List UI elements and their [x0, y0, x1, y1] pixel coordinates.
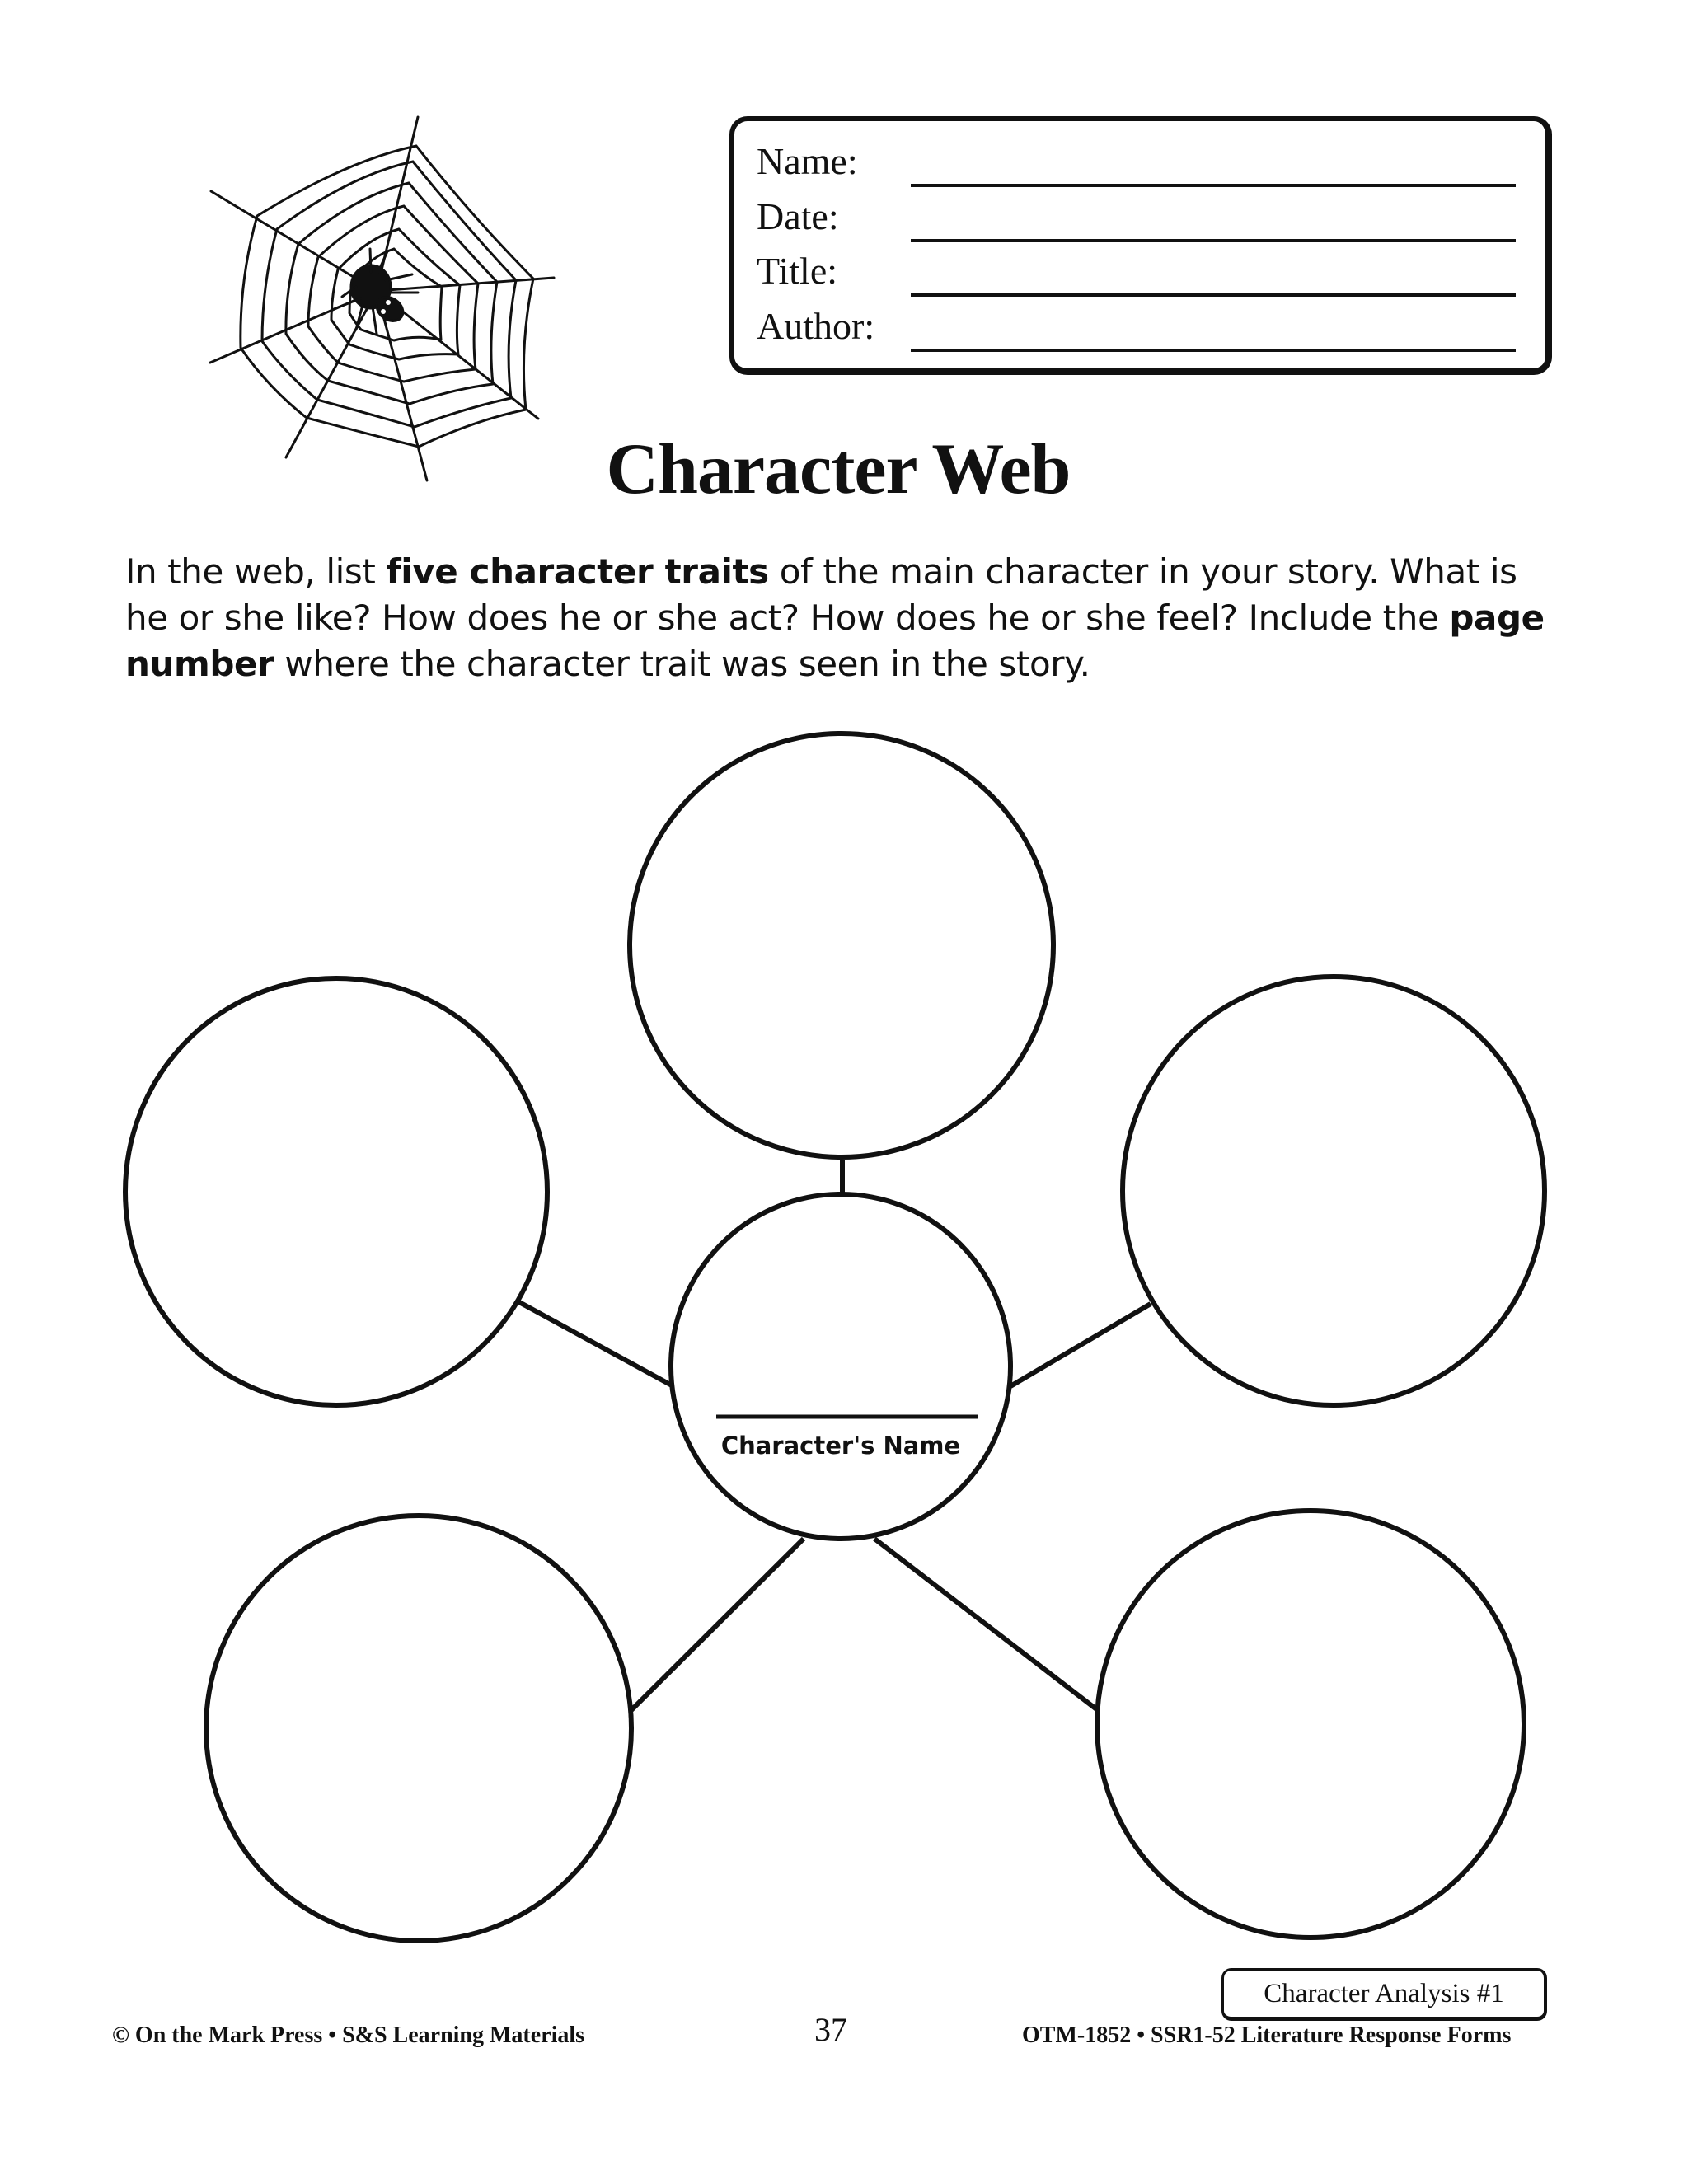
name-label: Name: — [757, 140, 858, 182]
page-title-text: Character Web — [606, 429, 1071, 509]
date-field-row: Date: — [734, 181, 1545, 242]
character-name-label: Character's Name — [720, 1432, 961, 1460]
title-input-line[interactable] — [911, 293, 1516, 297]
trait-circle-bottom-left[interactable] — [204, 1513, 634, 1943]
spider-web-icon — [198, 99, 593, 494]
title-label: Title: — [757, 250, 838, 292]
author-label: Author: — [757, 305, 875, 347]
connector-bottom-left — [629, 1536, 806, 1713]
name-input-line[interactable] — [911, 184, 1516, 187]
center-character-circle[interactable] — [668, 1192, 1013, 1541]
footer-copyright: © On the Mark Press • S&S Learning Mater… — [112, 2022, 585, 2048]
author-input-line[interactable] — [911, 349, 1516, 352]
trait-circle-left[interactable] — [123, 976, 550, 1408]
trait-circle-top[interactable] — [627, 731, 1056, 1160]
name-field-row: Name: — [734, 126, 1545, 187]
instructions: In the web, list five character traits o… — [125, 549, 1551, 687]
instructions-part: In the web, list — [125, 551, 387, 592]
footer-product-code: OTM-1852 • SSR1-52 Literature Response F… — [1022, 2022, 1512, 2048]
form-tag-badge: Character Analysis #1 — [1221, 1968, 1547, 2021]
trait-circle-right[interactable] — [1120, 974, 1547, 1408]
page-title: Character Web — [0, 429, 1688, 511]
instructions-emphasis-page-number: page number — [125, 598, 1545, 684]
date-label: Date: — [757, 195, 839, 237]
date-input-line[interactable] — [911, 239, 1516, 242]
connector-left — [518, 1300, 673, 1388]
instructions-part: of the main character in your story. Wha… — [125, 551, 1517, 638]
instructions-emphasis-traits: five character traits — [386, 551, 769, 592]
connector-bottom-right — [873, 1536, 1100, 1713]
trait-circle-bottom-right[interactable] — [1095, 1508, 1526, 1940]
connector-right — [1009, 1301, 1152, 1389]
author-field-row: Author: — [734, 291, 1545, 352]
instructions-part: where the character trait was seen in th… — [274, 644, 1090, 684]
title-field-row: Title: — [734, 236, 1545, 297]
character-web-diagram: Character's Name — [0, 709, 1688, 1961]
student-info-box: Name: Date: Title: Author: — [729, 116, 1552, 375]
footer-page-number: 37 — [814, 2011, 847, 2048]
